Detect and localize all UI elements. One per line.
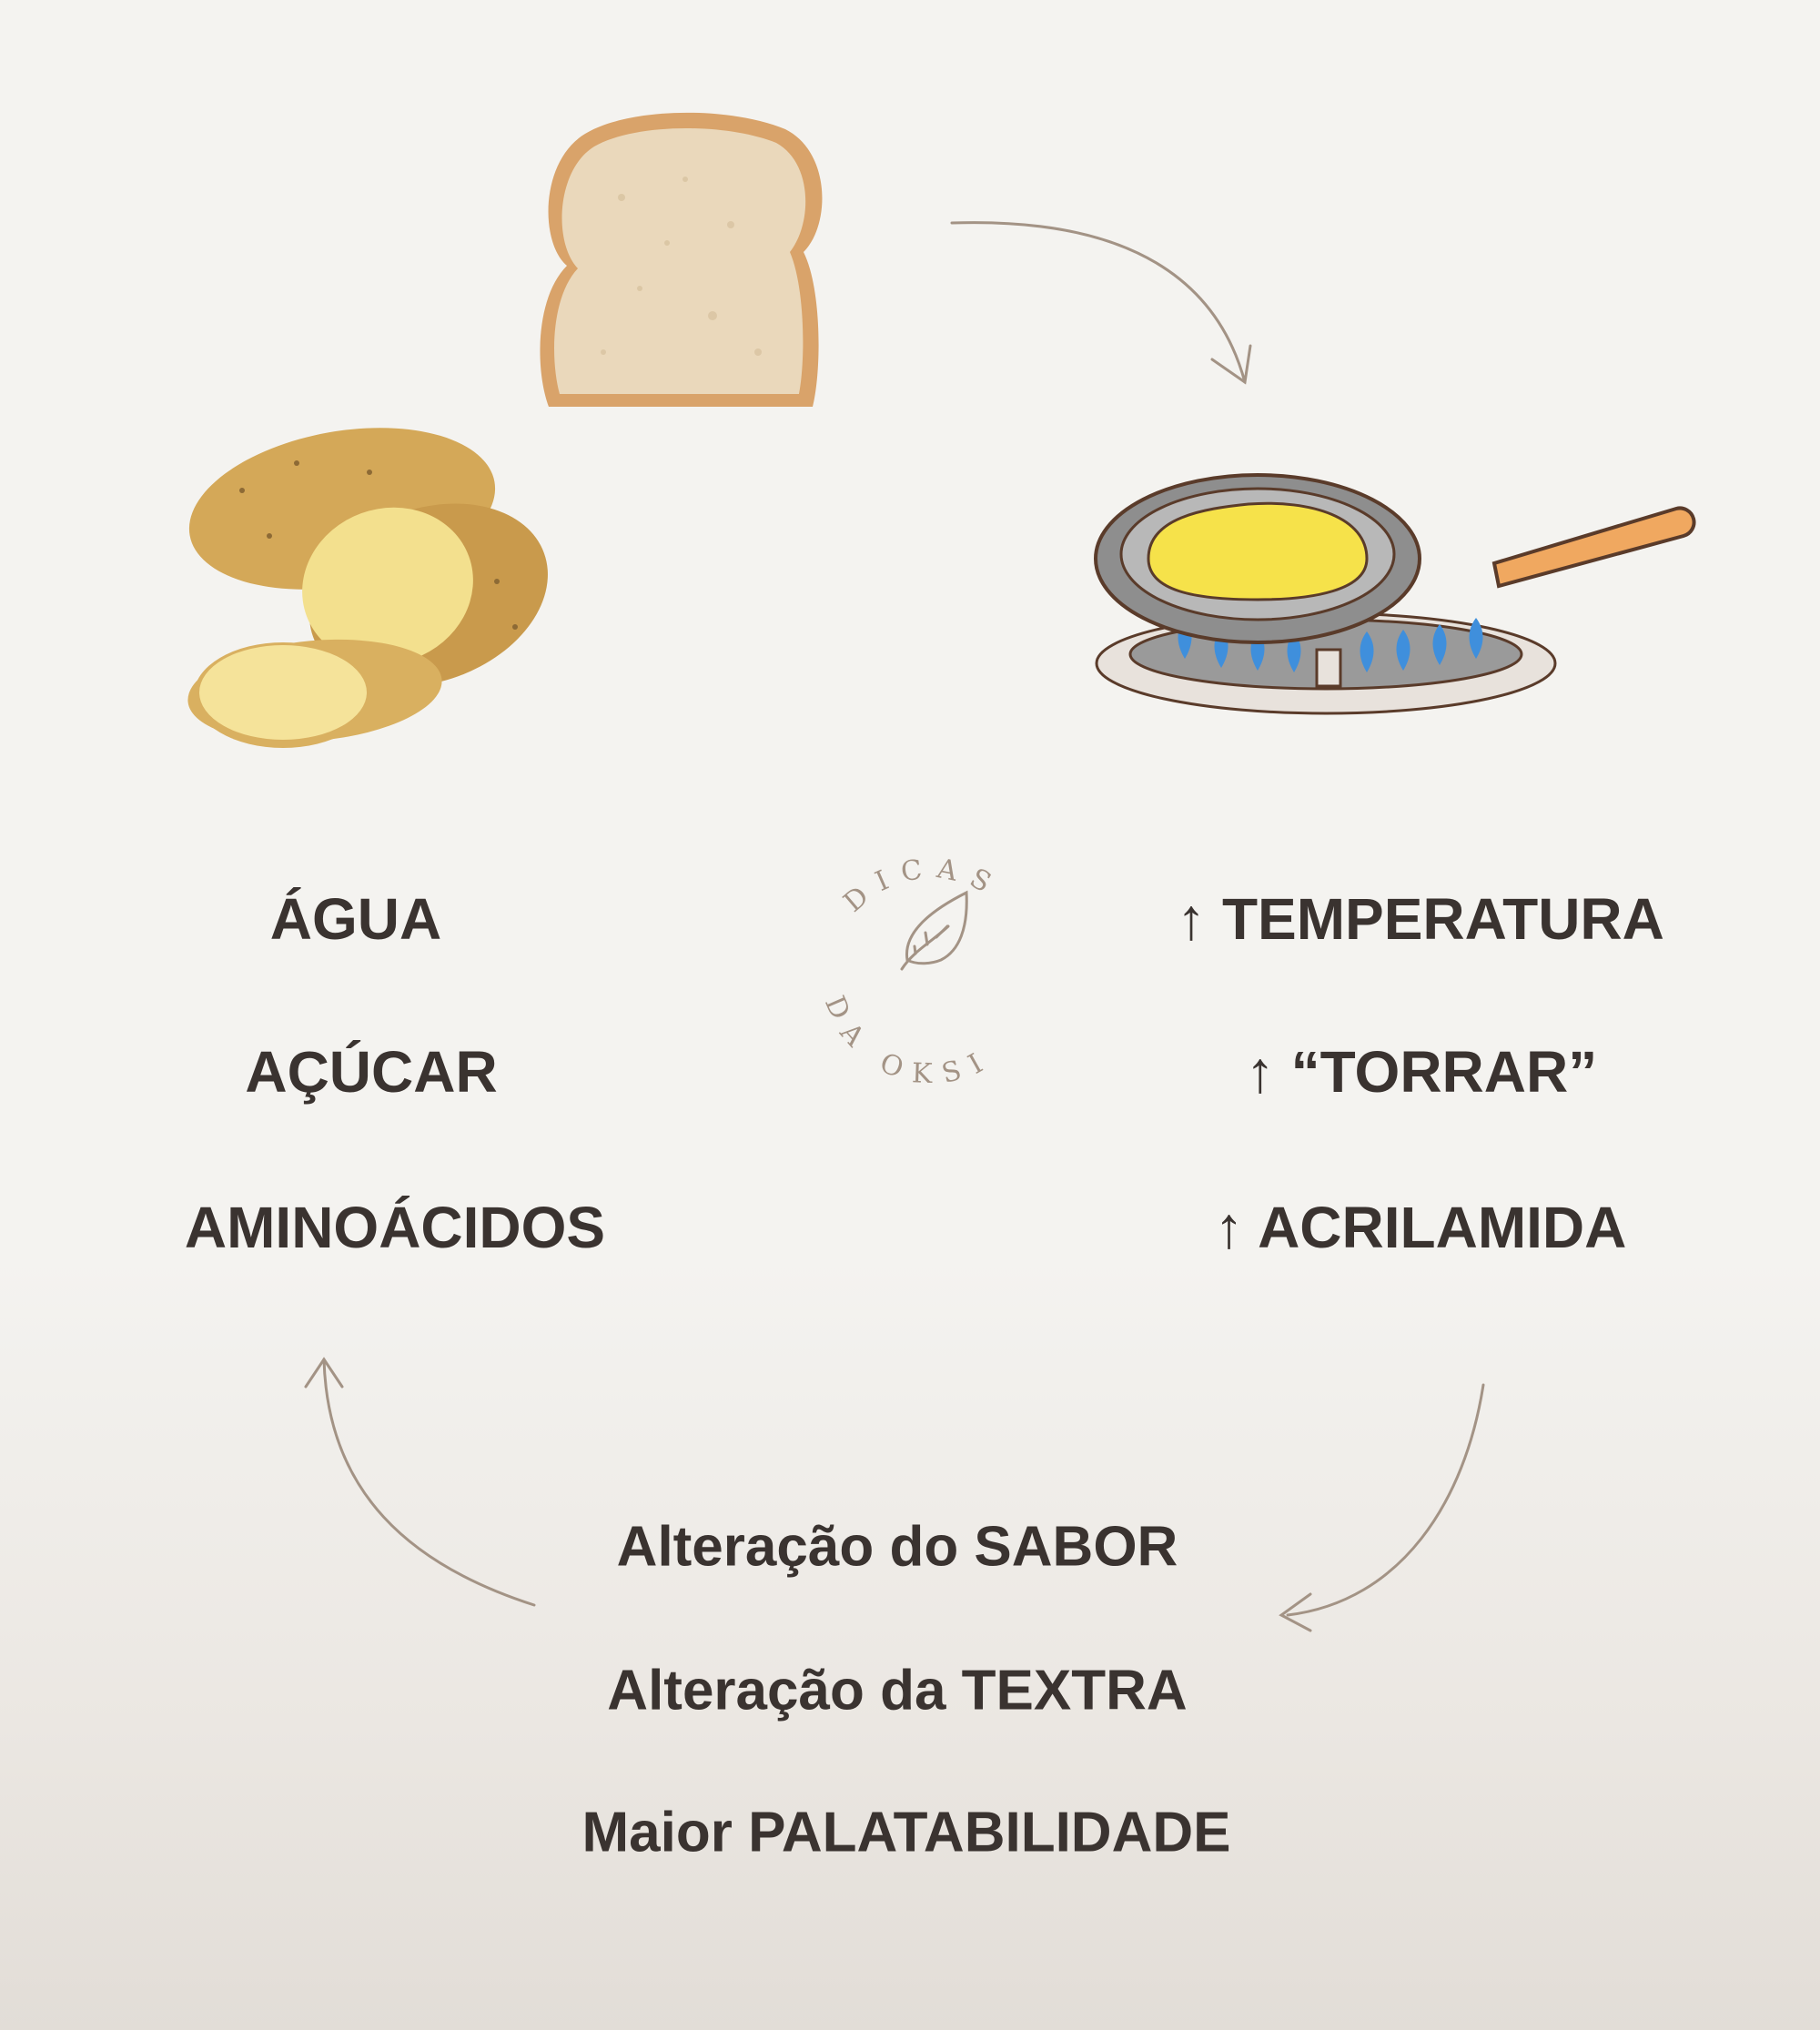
ingredient-sugar: AÇÚCAR — [245, 1039, 498, 1105]
effect-acrylamide: ↑ ACRILAMIDA — [1215, 1194, 1627, 1261]
result-palatability: Maior PALATABILIDADE — [581, 1801, 1231, 1864]
svg-text:DICAS: DICAS — [838, 853, 1007, 919]
logo-top-text: DICAS — [838, 853, 995, 919]
up-arrow-icon: ↑ — [1177, 886, 1207, 952]
ingredient-water: ÁGUA — [269, 886, 442, 952]
effect-label: TEMPERATURA — [1221, 886, 1664, 952]
effect-label: ACRILAMIDA — [1258, 1195, 1627, 1260]
up-arrow-icon: ↑ — [1214, 1195, 1244, 1260]
effect-label: “TORRAR” — [1290, 1039, 1598, 1105]
effect-toast: ↑ “TORRAR” — [1246, 1038, 1597, 1106]
logo-bottom-text: DA OKSI — [818, 992, 986, 1091]
effect-temperature: ↑ TEMPERATURA — [1177, 885, 1664, 953]
ingredient-amino-acids: AMINOÁCIDOS — [184, 1195, 606, 1260]
svg-text:DA OKSI: DA OKSI — [818, 992, 999, 1091]
potato-image — [187, 428, 548, 748]
frying-pan-on-stove-image — [1094, 473, 1696, 715]
leaf-icon — [900, 890, 968, 971]
result-flavor-change: Alteração do SABOR — [616, 1515, 1178, 1579]
bread-slice-image — [540, 112, 823, 407]
up-arrow-icon: ↑ — [1245, 1039, 1275, 1105]
dicas-da-oksi-logo: DICAS DA OKSI — [818, 853, 1007, 1091]
result-texture-change: Alteração da TEXTRA — [607, 1659, 1188, 1722]
